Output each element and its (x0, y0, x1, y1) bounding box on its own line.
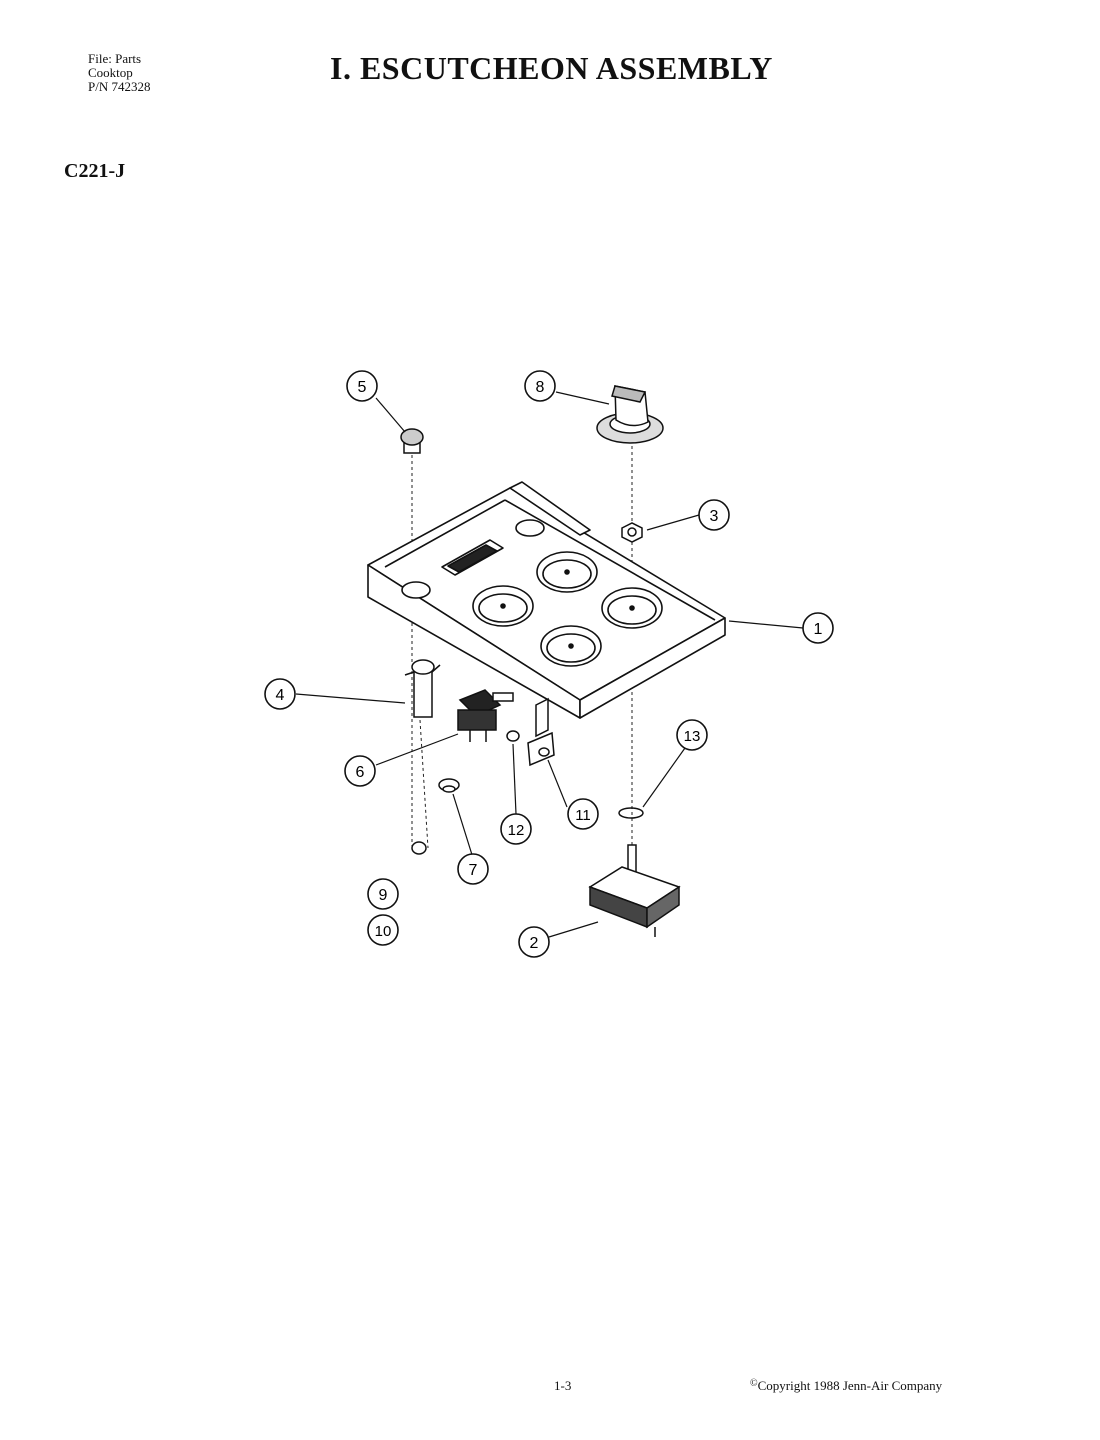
callout-circle (676, 719, 708, 751)
lamp-holder (404, 659, 441, 718)
callout-circle (802, 612, 834, 644)
callout-4: 4 (264, 678, 296, 710)
callout-label: 1 (814, 621, 823, 638)
callout-13: 13 (676, 719, 708, 751)
callout-9: 9 (367, 878, 399, 910)
callout-10: 10 (367, 914, 399, 946)
callout-circle (367, 878, 399, 910)
callout-label: 9 (379, 887, 388, 904)
grommet-7 (438, 778, 460, 793)
callout-label: 11 (575, 807, 591, 824)
callout-circle (457, 853, 489, 885)
callout-circle (524, 370, 556, 402)
callout-3: 3 (698, 499, 730, 531)
callout-label: 4 (276, 687, 285, 704)
push-button (400, 428, 424, 454)
o-ring-13 (618, 807, 644, 819)
callout-circle (346, 370, 378, 402)
copyright-symbol: © (750, 1378, 758, 1389)
callout-label: 7 (469, 862, 478, 879)
callout-circle (367, 914, 399, 946)
callout-label: 10 (375, 923, 392, 940)
callout-label: 5 (358, 379, 367, 396)
callout-circle (500, 813, 532, 845)
product-label: Cooktop (88, 65, 133, 80)
escutcheon-panel (367, 481, 726, 719)
callout-circle (264, 678, 296, 710)
callout-11: 11 (567, 798, 599, 830)
infinite-switch (588, 844, 681, 937)
callout-12: 12 (500, 813, 532, 845)
leader-lines (295, 391, 804, 938)
callout-8: 8 (524, 370, 556, 402)
callout-6: 6 (344, 755, 376, 787)
callout-circle (518, 926, 550, 958)
callout-label: 8 (536, 379, 545, 396)
screw-9 (411, 841, 427, 855)
file-label: File: Parts (88, 51, 142, 66)
file-info: File: Parts Cooktop P/N 742328 (88, 52, 150, 94)
callout-label: 13 (684, 728, 701, 745)
page-title: I. ESCUTCHEON ASSEMBLY (330, 50, 773, 86)
copyright-notice: ©Copyright 1988 Jenn-Air Company (750, 1378, 942, 1394)
copyright-text: Copyright 1988 Jenn-Air Company (757, 1378, 943, 1393)
callout-label: 12 (508, 822, 525, 839)
callout-label: 3 (710, 508, 719, 525)
callout-1: 1 (802, 612, 834, 644)
nut-12 (506, 730, 520, 742)
model-number: C221-J (64, 160, 126, 182)
rocker-switch (457, 689, 514, 742)
callout-label: 6 (356, 764, 365, 781)
page-number: 1-3 (554, 1378, 572, 1393)
screw-11 (538, 747, 550, 757)
callout-circle (344, 755, 376, 787)
part-number-label: P/N 742328 (88, 79, 151, 94)
nut (621, 522, 643, 543)
callout-7: 7 (457, 853, 489, 885)
callout-5: 5 (346, 370, 378, 402)
callout-circle (698, 499, 730, 531)
callout-circle (567, 798, 599, 830)
callout-label: 2 (530, 935, 539, 952)
control-knob (596, 385, 664, 444)
callout-2: 2 (518, 926, 550, 958)
